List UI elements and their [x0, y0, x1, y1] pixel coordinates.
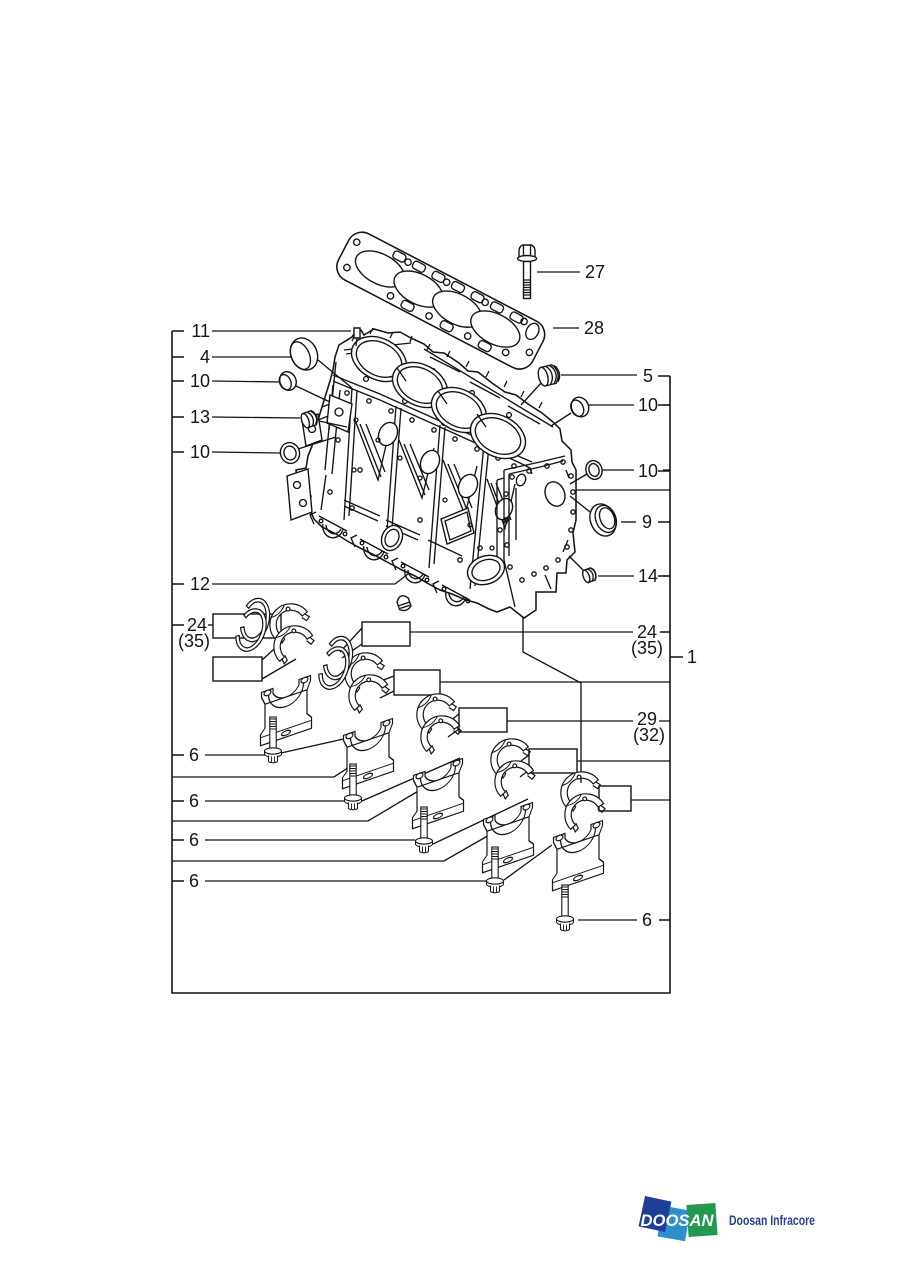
- svg-text:12: 12: [190, 574, 210, 594]
- svg-text:10: 10: [190, 442, 210, 462]
- svg-text:(35): (35): [178, 631, 210, 651]
- svg-text:10: 10: [638, 461, 658, 481]
- svg-text:5: 5: [643, 366, 653, 386]
- svg-text:6: 6: [189, 745, 199, 765]
- svg-text:24: 24: [187, 615, 207, 635]
- svg-text:6: 6: [189, 871, 199, 891]
- svg-text:6: 6: [189, 830, 199, 850]
- svg-text:6: 6: [189, 791, 199, 811]
- svg-text:(32): (32): [633, 725, 665, 745]
- svg-text:9: 9: [642, 512, 652, 532]
- svg-text:27: 27: [585, 262, 605, 282]
- svg-text:14: 14: [638, 566, 658, 586]
- svg-text:28: 28: [584, 318, 604, 338]
- svg-text:Doosan Infracore: Doosan Infracore: [729, 1213, 815, 1228]
- svg-text:6: 6: [642, 910, 652, 930]
- svg-text:4: 4: [200, 347, 210, 367]
- svg-text:11: 11: [191, 321, 210, 341]
- svg-text:DOOSAN: DOOSAN: [641, 1211, 715, 1230]
- svg-text:10: 10: [638, 395, 658, 415]
- svg-text:10: 10: [190, 371, 210, 391]
- svg-text:13: 13: [190, 407, 210, 427]
- svg-text:24: 24: [637, 622, 657, 642]
- svg-text:(35): (35): [631, 638, 663, 658]
- svg-text:29: 29: [637, 709, 657, 729]
- svg-text:1: 1: [687, 647, 697, 667]
